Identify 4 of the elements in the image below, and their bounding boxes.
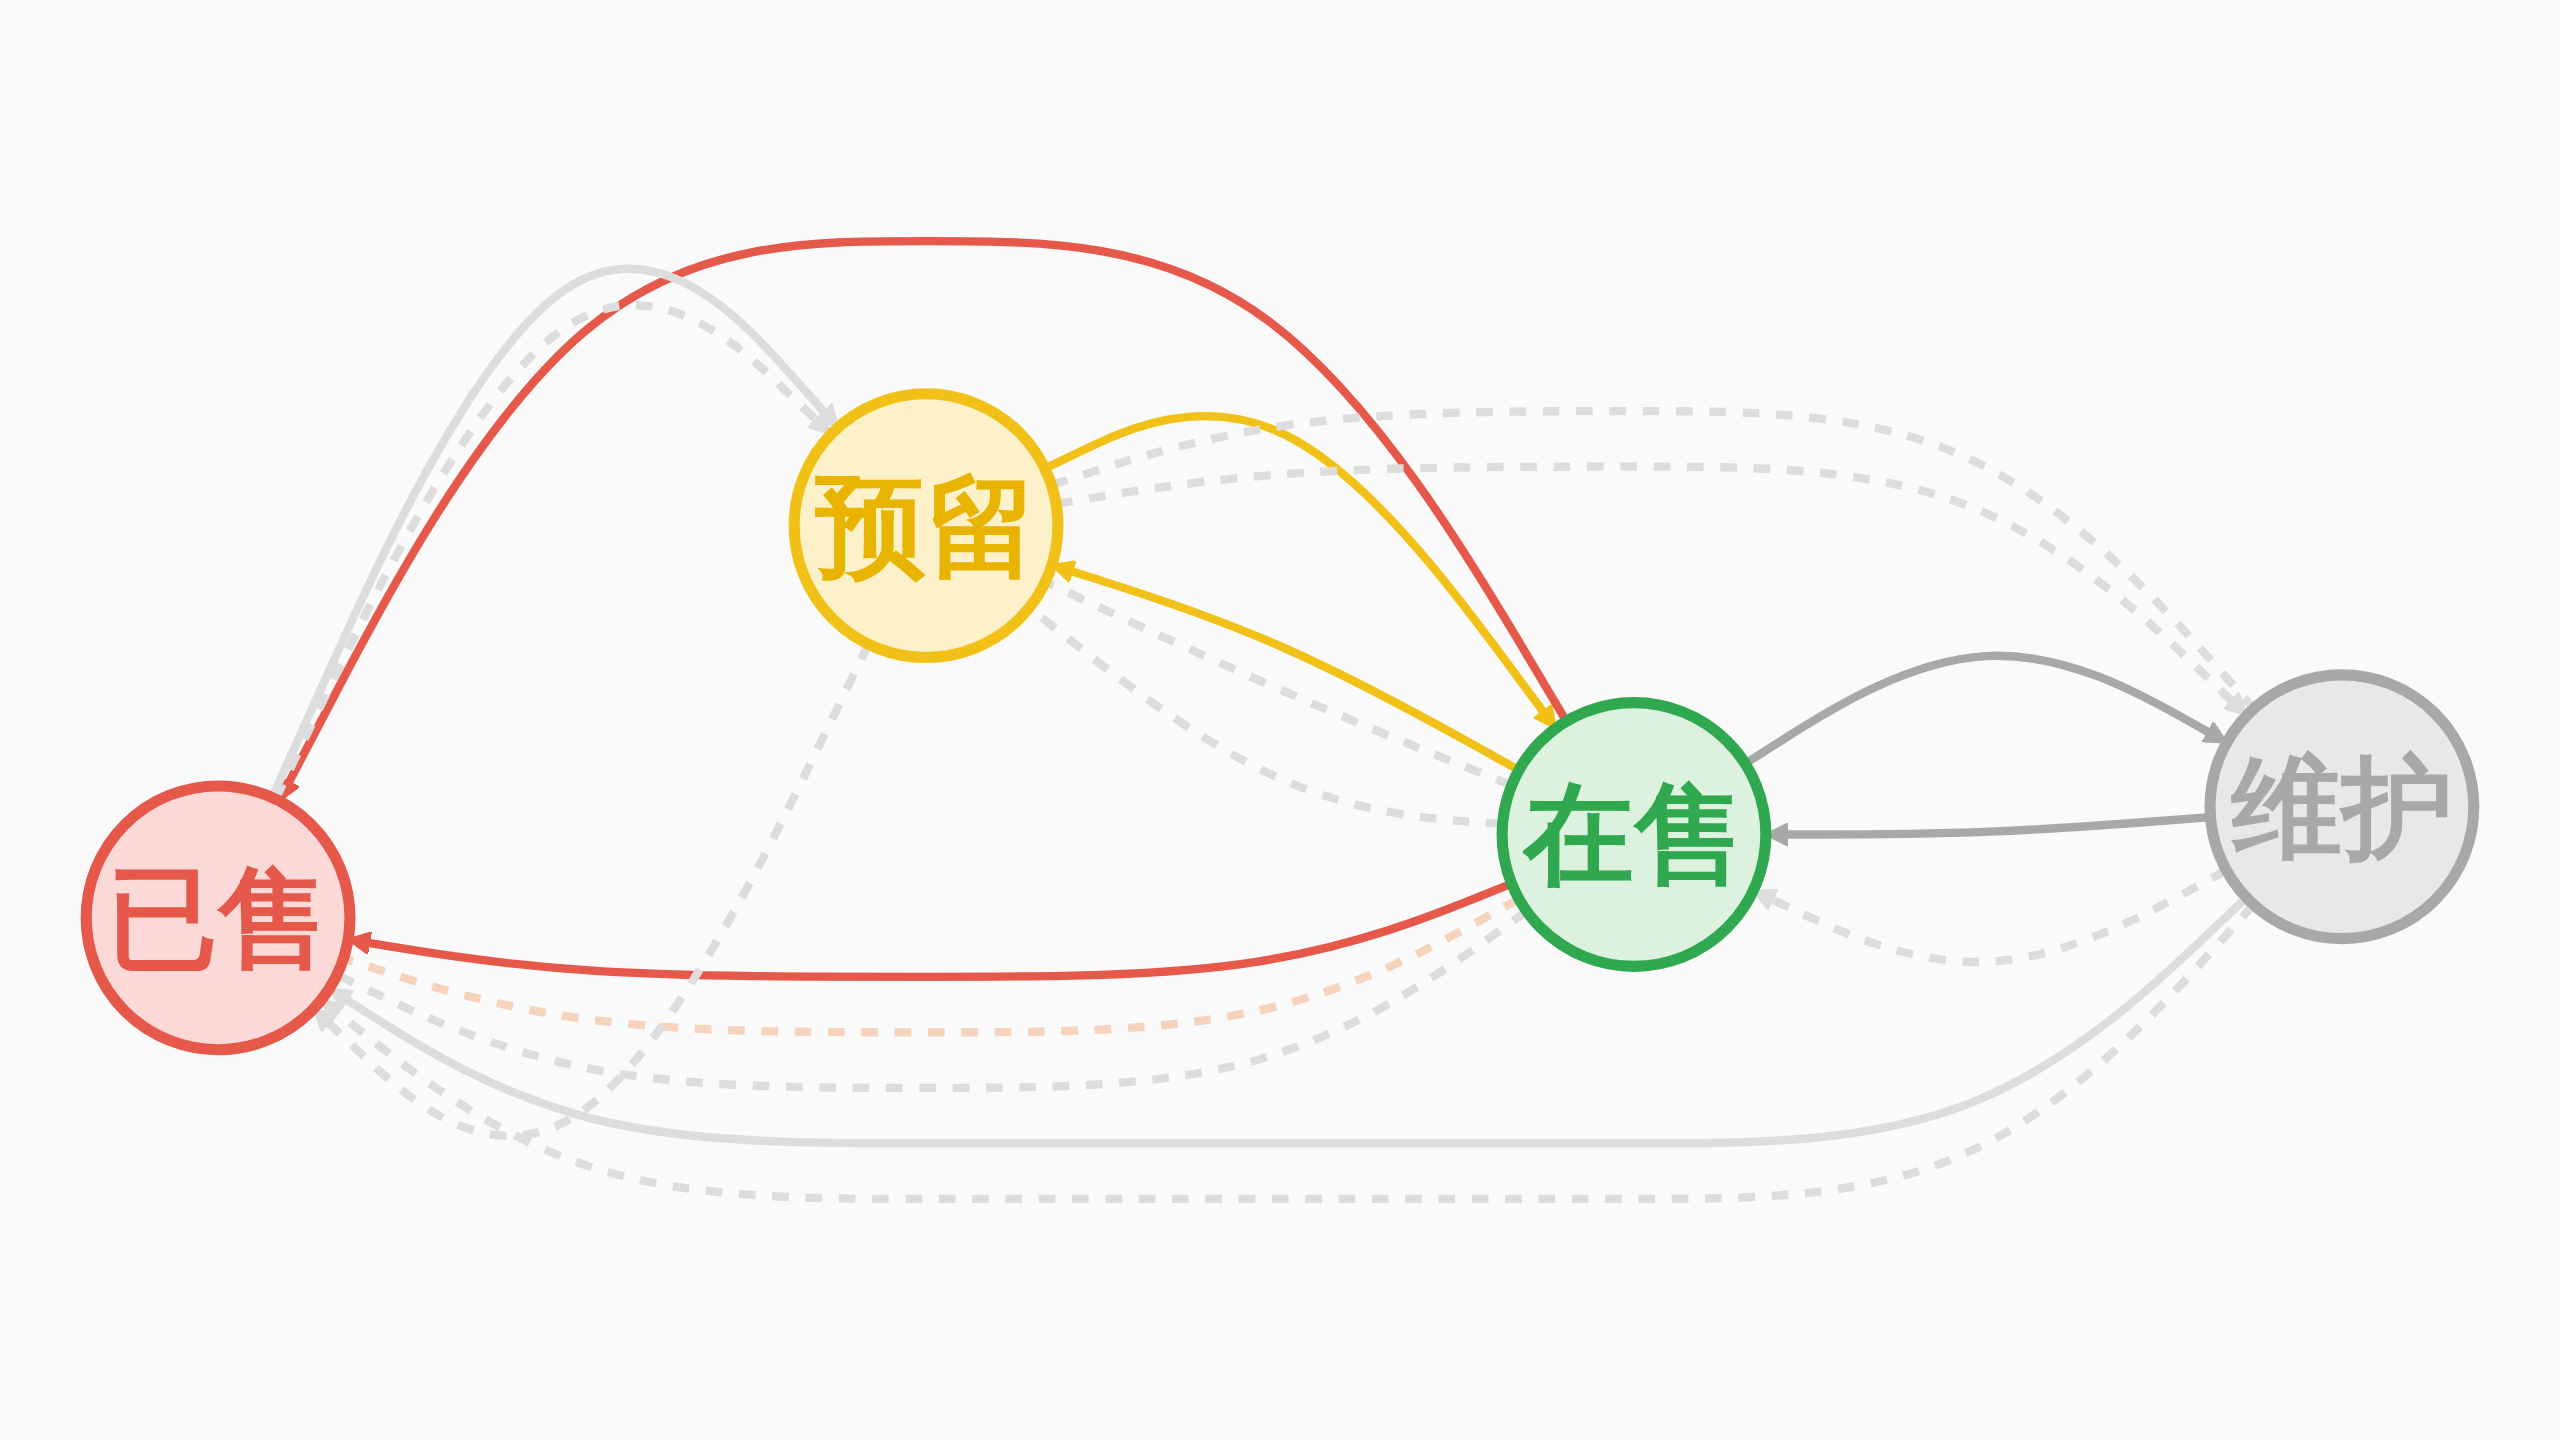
node-circle: 已售 bbox=[80, 780, 356, 1056]
node-circle: 在售 bbox=[1496, 697, 1772, 972]
node-circle: 维护 bbox=[2204, 669, 2480, 945]
node-circle: 预留 bbox=[788, 388, 1064, 664]
